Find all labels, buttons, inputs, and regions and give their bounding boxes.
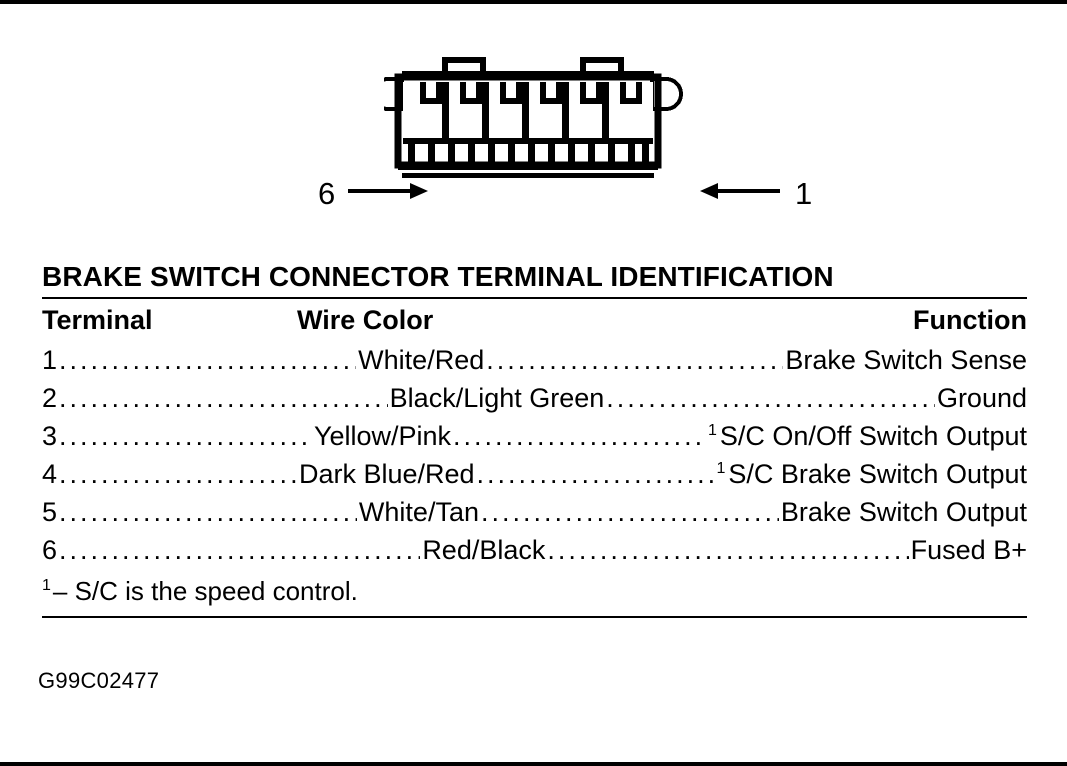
table-header-row: Terminal Wire Color Function: [42, 305, 1027, 341]
cell-function-text: S/C Brake Switch Output: [728, 459, 1027, 489]
terminal-callout-6: 6: [318, 176, 336, 211]
dot-leader: [547, 537, 908, 564]
column-header-function: Function: [913, 305, 1027, 335]
cell-terminal: 5: [42, 497, 58, 527]
dot-leader: [59, 461, 297, 488]
cell-function-text: S/C On/Off Switch Output: [719, 421, 1027, 451]
footnote-marker: 1: [42, 577, 51, 595]
dot-leader: [453, 423, 706, 450]
figure-id-caption: G99C02477: [38, 668, 160, 693]
cell-terminal: 1: [42, 345, 58, 375]
table-row: 6 Red/Black Fused B+: [42, 531, 1027, 569]
column-header-wire-color: Wire Color: [297, 305, 434, 335]
cell-terminal: 4: [42, 459, 58, 489]
footnote-marker: 1: [707, 422, 717, 439]
callout-arrow-right-icon: [700, 183, 780, 199]
terminal-callout-1: 1: [795, 176, 813, 211]
connector-diagram: 6 1: [0, 55, 1067, 209]
cell-wire-color: White/Red: [358, 345, 485, 375]
footnote-marker: 1: [716, 460, 726, 477]
callout-arrow-left-icon: [348, 183, 428, 199]
cell-wire-color: Yellow/Pink: [313, 421, 452, 451]
table-row: 4 Dark Blue/Red 1S/C Brake Switch Output: [42, 455, 1027, 493]
dot-leader: [59, 499, 357, 526]
table-row: 3 Yellow/Pink 1S/C On/Off Switch Output: [42, 417, 1027, 455]
cell-function: Brake Switch Sense: [785, 345, 1027, 375]
dot-leader: [59, 423, 312, 450]
table-row: 2 Black/Light Green Ground: [42, 379, 1027, 417]
table-footnote: 1– S/C is the speed control.: [42, 571, 1027, 613]
dot-leader: [486, 347, 783, 374]
terminal-identification-table: BRAKE SWITCH CONNECTOR TERMINAL IDENTIFI…: [42, 260, 1027, 618]
column-header-terminal: Terminal: [42, 305, 153, 335]
footnote-divider: [42, 616, 1027, 618]
cell-terminal: 6: [42, 535, 58, 565]
cell-terminal: 3: [42, 421, 58, 451]
title-divider: [42, 297, 1027, 299]
footnote-text: – S/C is the speed control.: [52, 576, 358, 606]
cell-function: Fused B+: [910, 535, 1027, 565]
dot-leader: [59, 385, 388, 412]
cell-wire-color: Black/Light Green: [389, 383, 605, 413]
cell-function: Brake Switch Output: [780, 497, 1027, 527]
cell-wire-color: Dark Blue/Red: [298, 459, 475, 489]
cell-wire-color: Red/Black: [422, 535, 546, 565]
cell-wire-color: White/Tan: [358, 497, 479, 527]
dot-leader: [59, 537, 420, 564]
dot-leader: [59, 347, 356, 374]
cell-function: Ground: [936, 383, 1027, 413]
table-row: 1 White/Red Brake Switch Sense: [42, 341, 1027, 379]
dot-leader: [481, 499, 779, 526]
dot-leader: [606, 385, 935, 412]
cell-terminal: 2: [42, 383, 58, 413]
table-title: BRAKE SWITCH CONNECTOR TERMINAL IDENTIFI…: [42, 261, 834, 292]
connector-illustration: [383, 57, 683, 178]
table-row: 5 White/Tan Brake Switch Output: [42, 493, 1027, 531]
dot-leader: [477, 461, 715, 488]
